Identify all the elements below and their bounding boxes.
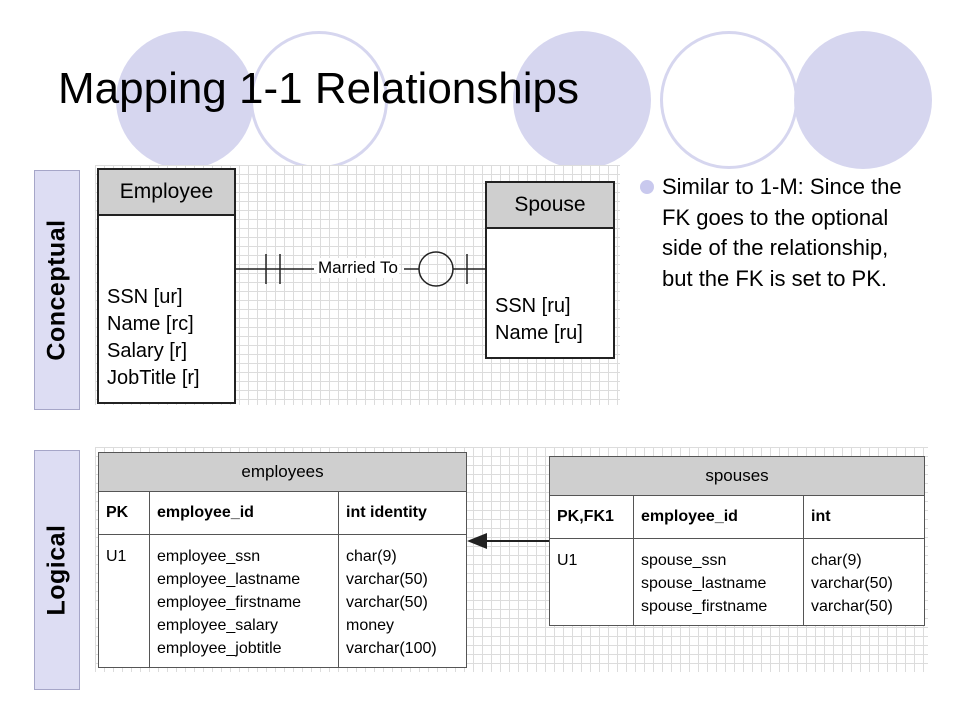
header-cell: employee_id bbox=[150, 492, 339, 534]
name-column: employee_ssn employee_lastname employee_… bbox=[150, 535, 339, 668]
decor-circle-2 bbox=[250, 31, 388, 169]
slide-title: Mapping 1-1 Relationships bbox=[58, 64, 579, 113]
spouse-attr: Name [ru] bbox=[495, 322, 583, 344]
employee-attr: Name [rc] bbox=[107, 313, 194, 335]
type-column: char(9) varchar(50) varchar(50) bbox=[804, 539, 924, 625]
header-cell: employee_id bbox=[634, 496, 804, 538]
employee-entity-name: Employee bbox=[99, 170, 234, 216]
header-cell: PK bbox=[99, 492, 150, 534]
column-name: spouse_ssn bbox=[641, 552, 727, 569]
key-column: U1 bbox=[99, 535, 150, 668]
conceptual-label: Conceptual bbox=[34, 170, 80, 410]
spouses-body: U1 spouse_ssn spouse_lastname spouse_fir… bbox=[550, 539, 924, 625]
employee-attr: JobTitle [r] bbox=[107, 367, 200, 389]
spouse-entity-name: Spouse bbox=[487, 183, 613, 229]
spouse-entity: Spouse SSN [ru] Name [ru] bbox=[485, 181, 615, 359]
logical-label-text: Logical bbox=[42, 524, 71, 616]
employees-table-name: employees bbox=[99, 453, 466, 492]
spouses-table-name: spouses bbox=[550, 457, 924, 496]
decor-circle-4 bbox=[660, 31, 798, 169]
spouses-header-row: PK,FK1 employee_id int bbox=[550, 496, 924, 539]
foreign-key-arrow bbox=[467, 533, 551, 549]
conceptual-diagram: Employee SSN [ur] Name [rc] Salary [r] J… bbox=[95, 165, 620, 405]
decor-circle-1 bbox=[116, 31, 254, 169]
spouse-attr: SSN [ru] bbox=[495, 295, 571, 317]
column-name: employee_jobtitle bbox=[157, 640, 282, 657]
spouse-attributes: SSN [ru] Name [ru] bbox=[495, 293, 583, 347]
key-column: U1 bbox=[550, 539, 634, 625]
column-type: varchar(100) bbox=[346, 640, 437, 657]
column-type: varchar(50) bbox=[346, 571, 428, 588]
employee-attr: SSN [ur] bbox=[107, 286, 183, 308]
relationship-connector bbox=[236, 251, 486, 287]
column-type: varchar(50) bbox=[346, 594, 428, 611]
column-type: varchar(50) bbox=[811, 598, 893, 615]
header-cell: int identity bbox=[346, 504, 427, 521]
employee-attr: Salary [r] bbox=[107, 340, 188, 362]
column-type: char(9) bbox=[811, 552, 862, 569]
column-name: employee_salary bbox=[157, 617, 278, 634]
column-type: money bbox=[346, 617, 395, 634]
employee-entity: Employee SSN [ur] Name [rc] Salary [r] J… bbox=[97, 168, 236, 404]
column-name: employee_firstname bbox=[157, 594, 302, 611]
spouses-table: spouses PK,FK1 employee_id int U1 spouse… bbox=[549, 456, 925, 626]
relationship-label: Married To bbox=[317, 258, 399, 278]
column-name: spouse_lastname bbox=[641, 575, 767, 592]
column-name: employee_lastname bbox=[157, 571, 301, 588]
header-cell: PK,FK1 bbox=[550, 496, 634, 538]
employees-table: employees PK employee_id int identity U1… bbox=[98, 452, 467, 668]
arrow-head-icon bbox=[467, 533, 487, 549]
optional-circle-icon bbox=[418, 251, 454, 287]
key-cell: U1 bbox=[106, 548, 127, 565]
employee-attributes: SSN [ur] Name [rc] Salary [r] JobTitle [… bbox=[107, 284, 200, 392]
name-column: spouse_ssn spouse_lastname spouse_firstn… bbox=[634, 539, 804, 625]
column-type: varchar(50) bbox=[811, 575, 893, 592]
column-type: char(9) bbox=[346, 548, 397, 565]
employees-body: U1 employee_ssn employee_lastname employ… bbox=[99, 535, 466, 668]
type-column: char(9) varchar(50) varchar(50) money va… bbox=[339, 535, 466, 668]
column-name: employee_ssn bbox=[157, 548, 261, 565]
logical-diagram: employees PK employee_id int identity U1… bbox=[95, 447, 928, 672]
employees-header-row: PK employee_id int identity bbox=[99, 492, 466, 535]
bullet-icon bbox=[640, 180, 654, 194]
decor-circle-3 bbox=[513, 31, 651, 169]
decor-circle-5 bbox=[794, 31, 932, 169]
bullet-text: Similar to 1-M: Since the FK goes to the… bbox=[662, 174, 902, 291]
conceptual-label-text: Conceptual bbox=[42, 219, 71, 361]
header-cell: int bbox=[811, 508, 831, 525]
logical-label: Logical bbox=[34, 450, 80, 690]
key-cell: U1 bbox=[557, 552, 578, 569]
column-name: spouse_firstname bbox=[641, 598, 768, 615]
